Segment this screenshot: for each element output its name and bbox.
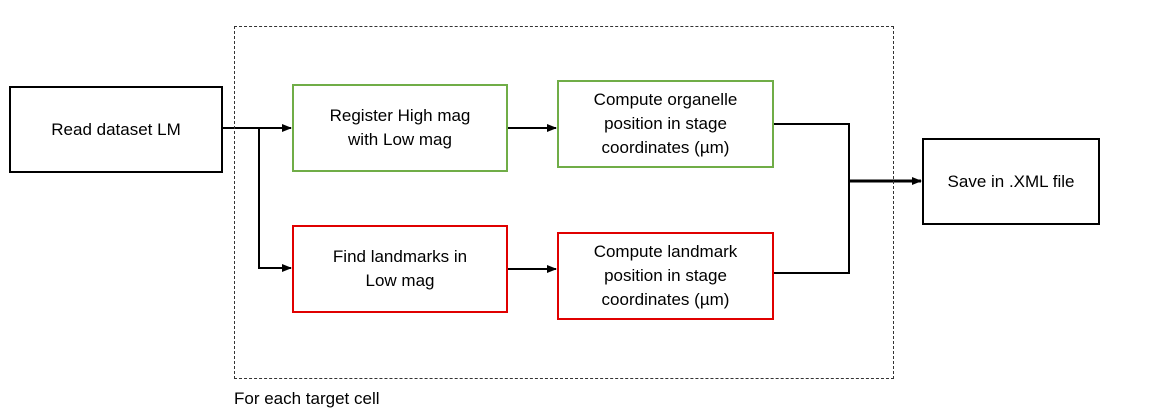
read-dataset-label: Read dataset LM [51, 119, 181, 139]
read-dataset-node: Read dataset LM [9, 86, 223, 173]
loop-caption: For each target cell [234, 389, 380, 408]
find-landmarks-label: Find landmarks in Low mag [332, 247, 468, 290]
register-label: Register High mag with Low mag [329, 106, 471, 149]
save-xml-node: Save in .XML file [922, 138, 1100, 225]
save-xml-label: Save in .XML file [947, 171, 1075, 191]
register-node: Register High mag with Low mag [292, 84, 508, 172]
compute-landmark-node: Compute landmark position in stage coord… [557, 232, 774, 320]
compute-landmark-label: Compute landmark position in stage coord… [593, 242, 738, 309]
compute-organelle-node: Compute organelle position in stage coor… [557, 80, 774, 168]
connector-organelle-to-junction [774, 123, 850, 181]
arrow-branch-to-find-landmarks [258, 128, 292, 272]
connector-landmark-to-junction [774, 181, 850, 274]
find-landmarks-node: Find landmarks in Low mag [292, 225, 508, 313]
loop-frame-dashed [234, 26, 894, 379]
compute-organelle-label: Compute organelle position in stage coor… [593, 90, 738, 157]
